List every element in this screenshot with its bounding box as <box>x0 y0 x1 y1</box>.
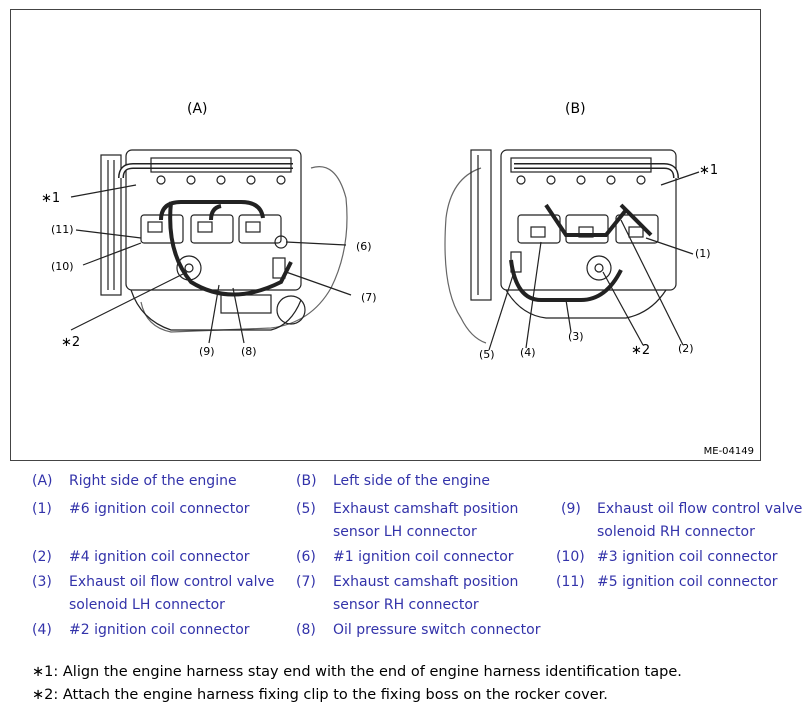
callout-a-7: (7) <box>361 291 377 304</box>
callout-a-8: (8) <box>241 345 257 358</box>
legend-text: #4 ignition coil connector <box>69 549 250 565</box>
legend-key: (4) <box>32 622 52 638</box>
legend: (A) Right side of the engine (B) Left si… <box>0 470 809 645</box>
legend-text: sensor RH connector <box>333 597 479 613</box>
legend-text: Exhaust camshaft position <box>333 574 519 590</box>
engine-left-side-drawing <box>444 149 700 351</box>
legend-key: (5) <box>296 501 316 517</box>
note-2: ∗2: Attach the engine harness fixing cli… <box>32 687 608 703</box>
legend-text: #5 ignition coil connector <box>597 574 778 590</box>
legend-text: sensor LH connector <box>333 524 477 540</box>
legend-text: #3 ignition coil connector <box>597 549 778 565</box>
callout-a-6: (6) <box>356 240 372 253</box>
legend-key: (6) <box>296 549 316 565</box>
engine-drawing <box>70 149 700 351</box>
callout-b-4: (4) <box>520 346 536 359</box>
legend-key: (2) <box>32 549 52 565</box>
callout-b-5: (5) <box>479 348 495 361</box>
legend-text: Oil pressure switch connector <box>333 622 541 638</box>
legend-key: (1) <box>32 501 52 517</box>
legend-text: Exhaust camshaft position <box>333 501 519 517</box>
legend-key: (9) <box>561 501 581 517</box>
legend-key: (8) <box>296 622 316 638</box>
legend-key: (B) <box>296 473 317 489</box>
legend-text: Right side of the engine <box>69 473 237 489</box>
callout-a-star2: ∗2 <box>61 335 81 350</box>
callout-b-2: (2) <box>678 342 694 355</box>
view-a-label: (A) <box>187 101 208 117</box>
legend-text: #2 ignition coil connector <box>69 622 250 638</box>
engine-right-side-drawing <box>70 149 352 344</box>
legend-text: Exhaust oil flow control valve <box>597 501 803 517</box>
legend-text: #1 ignition coil connector <box>333 549 514 565</box>
legend-key: (10) <box>556 549 585 565</box>
legend-text: Left side of the engine <box>333 473 491 489</box>
note-1: ∗1: Align the engine harness stay end wi… <box>32 664 682 680</box>
view-b-label: (B) <box>565 101 586 117</box>
engine-figure: (A) (B) ∗1 (11) (10) (6) (7) ∗2 (9) (8) … <box>10 9 761 461</box>
figure-code: ME-04149 <box>703 446 754 457</box>
callout-a-11: (11) <box>51 223 74 236</box>
callout-a-9: (9) <box>199 345 215 358</box>
legend-key: (A) <box>32 473 53 489</box>
callout-b-star1: ∗1 <box>699 163 719 178</box>
callout-b-1: (1) <box>695 247 711 260</box>
callout-a-star1: ∗1 <box>41 191 61 206</box>
legend-text: Exhaust oil flow control valve <box>69 574 275 590</box>
legend-key: (3) <box>32 574 52 590</box>
callout-a-10: (10) <box>51 260 74 273</box>
legend-text: solenoid LH connector <box>69 597 225 613</box>
callout-b-star2: ∗2 <box>631 343 651 358</box>
legend-key: (11) <box>556 574 585 590</box>
callout-b-3: (3) <box>568 330 584 343</box>
legend-text: #6 ignition coil connector <box>69 501 250 517</box>
legend-text: solenoid RH connector <box>597 524 755 540</box>
legend-key: (7) <box>296 574 316 590</box>
